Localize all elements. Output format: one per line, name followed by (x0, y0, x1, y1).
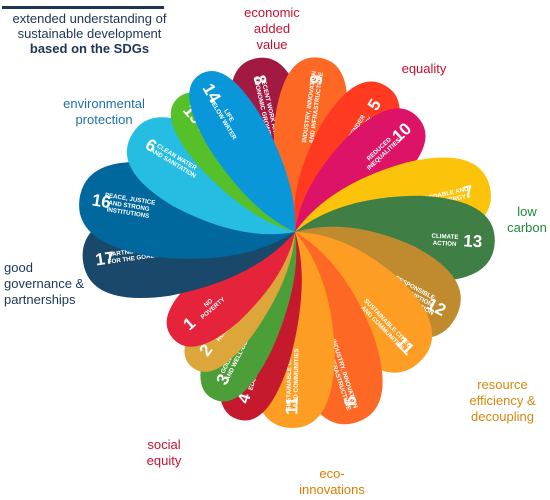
petal-label-line: AND COMMUNITIES (292, 348, 300, 407)
title-rule (2, 6, 164, 9)
category-eco-innovations-line: innovations (299, 482, 365, 497)
petal-shape (166, 232, 295, 347)
petal-number: 11 (282, 397, 301, 415)
petal-number: 16 (91, 190, 113, 212)
category-social-equity-line: equity (146, 453, 182, 468)
petal-label-line: SUSTAINABLE CITIES (285, 345, 293, 410)
category-social-equity-line: social (147, 437, 181, 452)
petal-number: 7 (462, 182, 476, 203)
petal-label-line: NO (203, 297, 215, 308)
category-economic-added-value-line: economic (244, 5, 300, 20)
category-environmental-protection-line: protection (75, 112, 133, 127)
petal-number: 8 (250, 73, 271, 87)
category-low-carbon-line: carbon (507, 220, 547, 235)
title-line-1: extended understanding of (12, 11, 167, 26)
petal-label: CLIMATEACTION (431, 233, 459, 248)
petal-label: SUSTAINABLE CITIESAND COMMUNITIES (285, 345, 300, 410)
category-low-carbon-line: low (517, 204, 537, 219)
category-good-governance-line: partnerships (4, 292, 76, 307)
category-environmental-protection-line: environmental (63, 96, 145, 111)
category-eco-innovations: eco-innovations (291, 466, 373, 498)
category-economic-added-value-line: added (253, 21, 291, 36)
category-resource-efficiency-line: efficiency & (469, 393, 536, 408)
petal-shape (273, 57, 348, 232)
petal-label-line: CLIMATE (431, 233, 458, 241)
petal-number: 9 (306, 73, 326, 85)
petal-number: 13 (463, 231, 483, 251)
category-resource-efficiency-line: decoupling (471, 409, 534, 424)
category-resource-efficiency-line: resource (477, 377, 528, 392)
category-good-governance-line: good (4, 260, 33, 275)
category-good-governance-line: governance & (4, 276, 85, 291)
petal-shape (189, 71, 296, 232)
category-eco-innovations-line: eco- (319, 466, 345, 481)
title-line-3: based on the SDGs (29, 41, 150, 56)
title-line-2: sustainable development (17, 26, 162, 41)
category-equality: equality (392, 61, 456, 77)
petal-label-line: ACTION (433, 240, 458, 248)
petal-number: 17 (94, 248, 115, 269)
category-equality-line: equality (401, 61, 447, 76)
category-economic-added-value-line: value (256, 37, 288, 52)
